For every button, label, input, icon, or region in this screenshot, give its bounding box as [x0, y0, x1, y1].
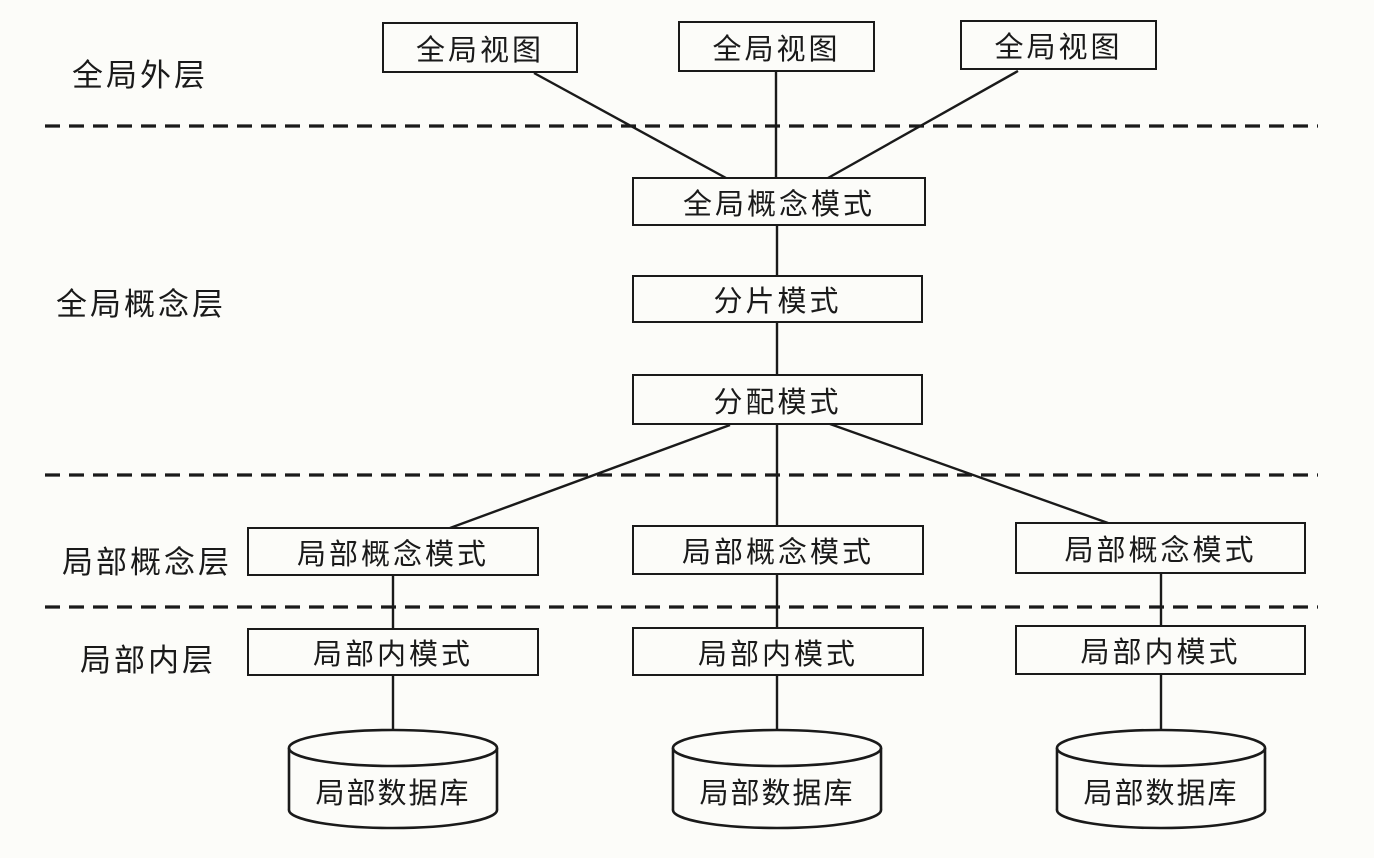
- local-database-label-1: 局部数据库: [315, 776, 471, 810]
- fragmentation-schema-box: 分片模式: [632, 275, 923, 323]
- allocation-schema-box: 分配模式: [632, 374, 923, 425]
- local-database-label-2: 局部数据库: [699, 776, 855, 810]
- layer-label-global-conceptual: 全局概念层: [56, 287, 226, 323]
- global-view-box-3: 全局视图: [960, 20, 1157, 70]
- local-internal-schema-box-2: 局部内模式: [632, 627, 924, 676]
- local-internal-schema-box-1: 局部内模式: [247, 628, 539, 676]
- local-conceptual-schema-box-1: 局部概念模式: [247, 527, 539, 576]
- local-internal-schema-box-3: 局部内模式: [1015, 625, 1306, 675]
- local-conceptual-schema-box-3: 局部概念模式: [1015, 522, 1306, 574]
- local-database-cylinder-1: [287, 728, 499, 830]
- connector-allocation-to-local1: [449, 423, 731, 530]
- layer-label-local-internal: 局部内层: [80, 643, 216, 679]
- global-view-box-2: 全局视图: [678, 21, 875, 72]
- layer-label-global-outer: 全局外层: [72, 58, 208, 94]
- global-conceptual-schema-box: 全局概念模式: [632, 177, 926, 226]
- connector-view1-to-gcs: [533, 71, 727, 180]
- global-view-box-1: 全局视图: [382, 22, 578, 73]
- local-conceptual-schema-box-2: 局部概念模式: [632, 525, 924, 575]
- connector-allocation-to-local3: [829, 422, 1109, 525]
- local-database-cylinder-2: [671, 728, 883, 830]
- layer-label-local-conceptual: 局部概念层: [62, 545, 232, 581]
- local-database-label-3: 局部数据库: [1083, 776, 1239, 810]
- local-database-cylinder-3: [1055, 728, 1267, 830]
- connector-view3-to-gcs: [827, 69, 1019, 180]
